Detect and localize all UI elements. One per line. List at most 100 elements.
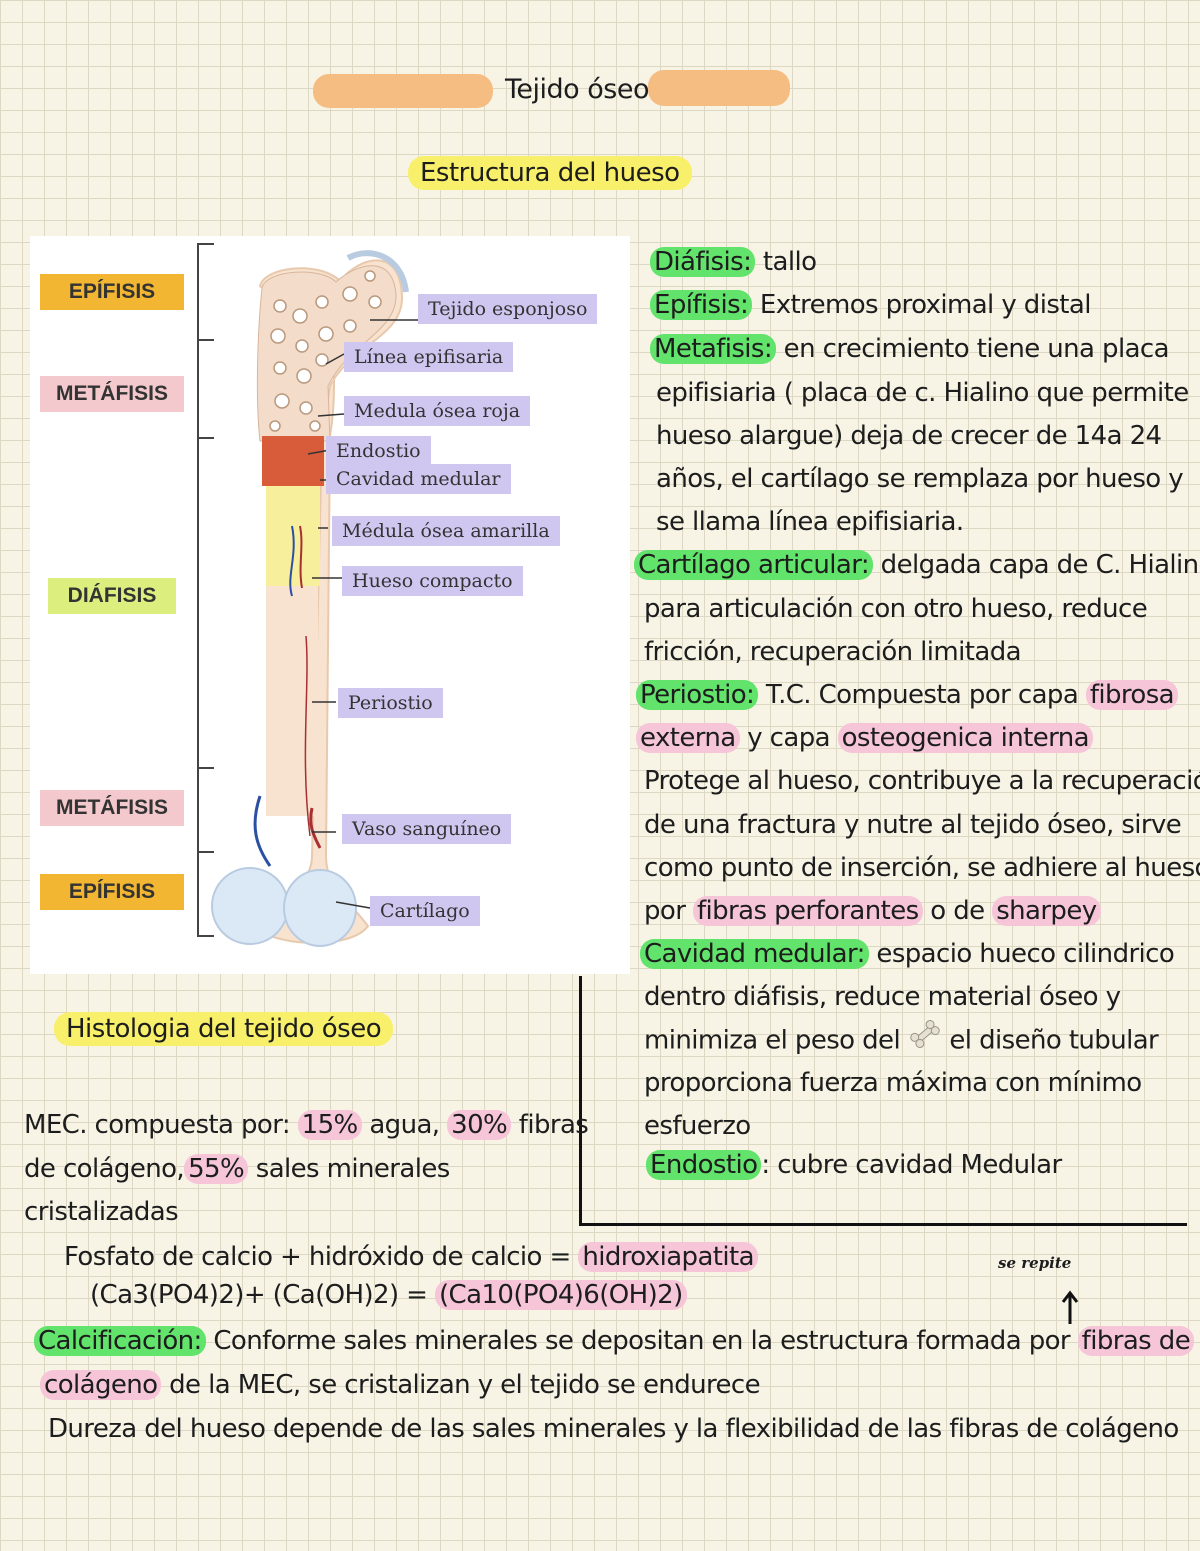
title-decoration-left — [313, 74, 493, 108]
text-calc-1: Conforme sales minerales se depositan en… — [205, 1326, 1078, 1356]
zone-metafisis-bottom: METÁFISIS — [40, 790, 184, 826]
label-tejido-esponjoso: Tejido esponjoso — [418, 294, 598, 324]
horizontal-divider — [579, 1223, 1187, 1226]
page-title: Tejido óseo — [505, 74, 649, 105]
hl-fibras-perforantes: fibras perforantes — [692, 896, 923, 926]
label-cartilago: Cartílago — [370, 896, 480, 926]
note-cavidad-3: minimiza el peso del el diseño tubular — [644, 1019, 1159, 1063]
text-cavidad-3b: el diseño tubular — [941, 1025, 1159, 1056]
note-metafisis-3: hueso alargue) deja de crecer de 14a 24 — [656, 421, 1162, 451]
hl-hidroxiapatita: hidroxiapatita — [578, 1242, 758, 1272]
label-vaso-sanguineo: Vaso sanguíneo — [342, 814, 512, 844]
note-cavidad-5: esfuerzo — [644, 1111, 751, 1141]
hl-55-percent: 55% — [184, 1154, 249, 1184]
zone-diafisis: DIÁFISIS — [48, 578, 176, 614]
bone-diagram: EPÍFISIS METÁFISIS DIÁFISIS METÁFISIS EP… — [30, 236, 630, 974]
label-endostio: Endostio — [326, 436, 431, 466]
text-mec-c: fibras — [511, 1110, 589, 1140]
equation-formula: (Ca3(PO4)2)+ (Ca(OH)2) = (Ca10(PO4)6(OH)… — [90, 1274, 687, 1317]
text-calc-2: de la MEC, se cristalizan y el tejido se… — [161, 1370, 761, 1400]
dureza-line: Dureza del hueso depende de las sales mi… — [48, 1414, 1179, 1444]
text-periostio-1: T.C. Compuesta por capa — [758, 680, 1086, 710]
text-mec-e: sales minerales — [248, 1154, 451, 1184]
note-cavidad-4: proporciona fuerza máxima con mínimo — [644, 1068, 1142, 1098]
note-cartilago-2: para articulación con otro hueso, reduce — [644, 594, 1148, 624]
note-periostio-2: externa y capa osteogenica interna — [636, 717, 1093, 760]
text-eq1-a: Fosfato de calcio + hidróxido de calcio … — [64, 1242, 579, 1272]
term-periostio: Periostio: — [636, 680, 759, 710]
label-linea-epifisaria: Línea epifisaria — [344, 342, 514, 372]
note-periostio-3: Protege al hueso, contribuye a la recupe… — [644, 766, 1200, 796]
zone-epifisis-bottom: EPÍFISIS — [40, 874, 184, 910]
note-metafisis-1: Metafisis: en crecimiento tiene una plac… — [650, 328, 1170, 371]
note-diafisis: Diáfisis: tallo — [650, 241, 817, 284]
note-metafisis-5: se llama línea epifisiaria. — [656, 507, 964, 537]
text-epifisis: Extremos proximal y distal — [752, 290, 1092, 320]
note-periostio-5: como punto de inserción, se adhiere al h… — [644, 853, 1200, 883]
label-cavidad-medular: Cavidad medular — [326, 464, 511, 494]
mec-line-2: de colágeno,55% sales minerales — [24, 1148, 450, 1191]
text-cavidad-1: espacio hueco cilindrico — [868, 939, 1175, 969]
term-cartilago-articular: Cartílago articular: — [634, 550, 873, 580]
text-endostio: : cubre cavidad Medular — [761, 1150, 1062, 1180]
note-metafisis-4: años, el cartílago se remplaza por hueso… — [656, 464, 1184, 494]
note-cartilago-3: fricción, recuperación limitada — [644, 637, 1022, 667]
equation-words: Fosfato de calcio + hidróxido de calcio … — [64, 1236, 758, 1279]
term-calcificacion: Calcificación: — [34, 1326, 206, 1356]
mec-line-1: MEC. compuesta por: 15% agua, 30% fibras — [24, 1104, 589, 1147]
label-medula-osea-amarilla: Médula ósea amarilla — [332, 516, 560, 546]
note-cartilago-1: Cartílago articular: delgada capa de C. … — [634, 544, 1200, 587]
text-cavidad-3a: minimiza el peso del — [644, 1025, 908, 1056]
hl-30-percent: 30% — [447, 1110, 512, 1140]
hl-externa: externa — [636, 723, 740, 753]
title-decoration-right — [648, 70, 790, 106]
text-periostio-6c: o de — [922, 896, 993, 926]
note-epifisis: Epífisis: Extremos proximal y distal — [650, 284, 1091, 327]
arrow-up-icon — [1061, 1290, 1079, 1324]
term-epifisis: Epífisis: — [650, 290, 753, 320]
text-mec-b: agua, — [361, 1110, 448, 1140]
label-medula-osea-roja: Medula ósea roja — [344, 396, 531, 426]
note-cavidad-1: Cavidad medular: espacio hueco cilindric… — [640, 933, 1175, 976]
text-diafisis: tallo — [755, 247, 817, 277]
text-periostio-6a: por — [644, 896, 693, 926]
note-periostio-1: Periostio: T.C. Compuesta por capa fibro… — [636, 674, 1178, 717]
zone-epifisis-top: EPÍFISIS — [40, 274, 184, 310]
section-heading-estructura: Estructura del hueso — [408, 156, 692, 190]
text-metafisis-1: en crecimiento tiene una placa — [776, 334, 1170, 364]
text-eq2-a: (Ca3(PO4)2)+ (Ca(OH)2) = — [90, 1280, 436, 1310]
term-metafisis: Metafisis: — [650, 334, 777, 364]
hl-sharpey: sharpey — [992, 896, 1101, 926]
note-metafisis-2: epifisiaria ( placa de c. Hialino que pe… — [656, 378, 1189, 408]
hl-fibrosa: fibrosa — [1085, 680, 1178, 710]
bone-emoji-icon — [908, 1019, 942, 1063]
zone-metafisis-top: METÁFISIS — [40, 376, 184, 412]
note-periostio-4: de una fractura y nutre al tejido óseo, … — [644, 810, 1182, 840]
term-diafisis: Diáfisis: — [650, 247, 756, 277]
label-hueso-compacto: Hueso compacto — [342, 566, 523, 596]
hl-fibras-de: fibras de — [1077, 1326, 1195, 1356]
note-cavidad-2: dentro diáfisis, reduce material óseo y — [644, 982, 1121, 1012]
note-periostio-6: por fibras perforantes o de sharpey — [644, 890, 1101, 933]
calcificacion-line-1: Calcificación: Conforme sales minerales … — [34, 1320, 1195, 1363]
mec-line-3: cristalizadas — [24, 1197, 179, 1227]
term-cavidad-medular: Cavidad medular: — [640, 939, 869, 969]
text-cartilago-1: delgada capa de C. Hialino — [873, 550, 1200, 580]
section-heading-histologia: Histologia del tejido óseo — [54, 1012, 394, 1046]
term-endostio: Endostio — [646, 1150, 762, 1180]
section-heading-text: Estructura del hueso — [408, 156, 692, 190]
handwritten-note: se repite — [998, 1254, 1072, 1272]
calcificacion-line-2: colágeno de la MEC, se cristalizan y el … — [40, 1364, 761, 1407]
hl-colageno: colágeno — [40, 1370, 162, 1400]
hl-15-percent: 15% — [297, 1110, 362, 1140]
section-heading-histologia-text: Histologia del tejido óseo — [54, 1012, 394, 1046]
text-periostio-2: y capa — [739, 723, 838, 753]
label-periostio: Periostio — [338, 688, 443, 718]
vertical-divider — [579, 976, 582, 1226]
bone-illustration — [197, 243, 418, 947]
note-endostio: Endostio: cubre cavidad Medular — [646, 1144, 1062, 1187]
text-mec-a: MEC. compuesta por: — [24, 1110, 298, 1140]
text-mec-d: de colágeno, — [24, 1154, 185, 1184]
hl-formula-hidroxiapatita: (Ca10(PO4)6(OH)2) — [435, 1280, 687, 1310]
hl-osteogenica-interna: osteogenica interna — [837, 723, 1093, 753]
